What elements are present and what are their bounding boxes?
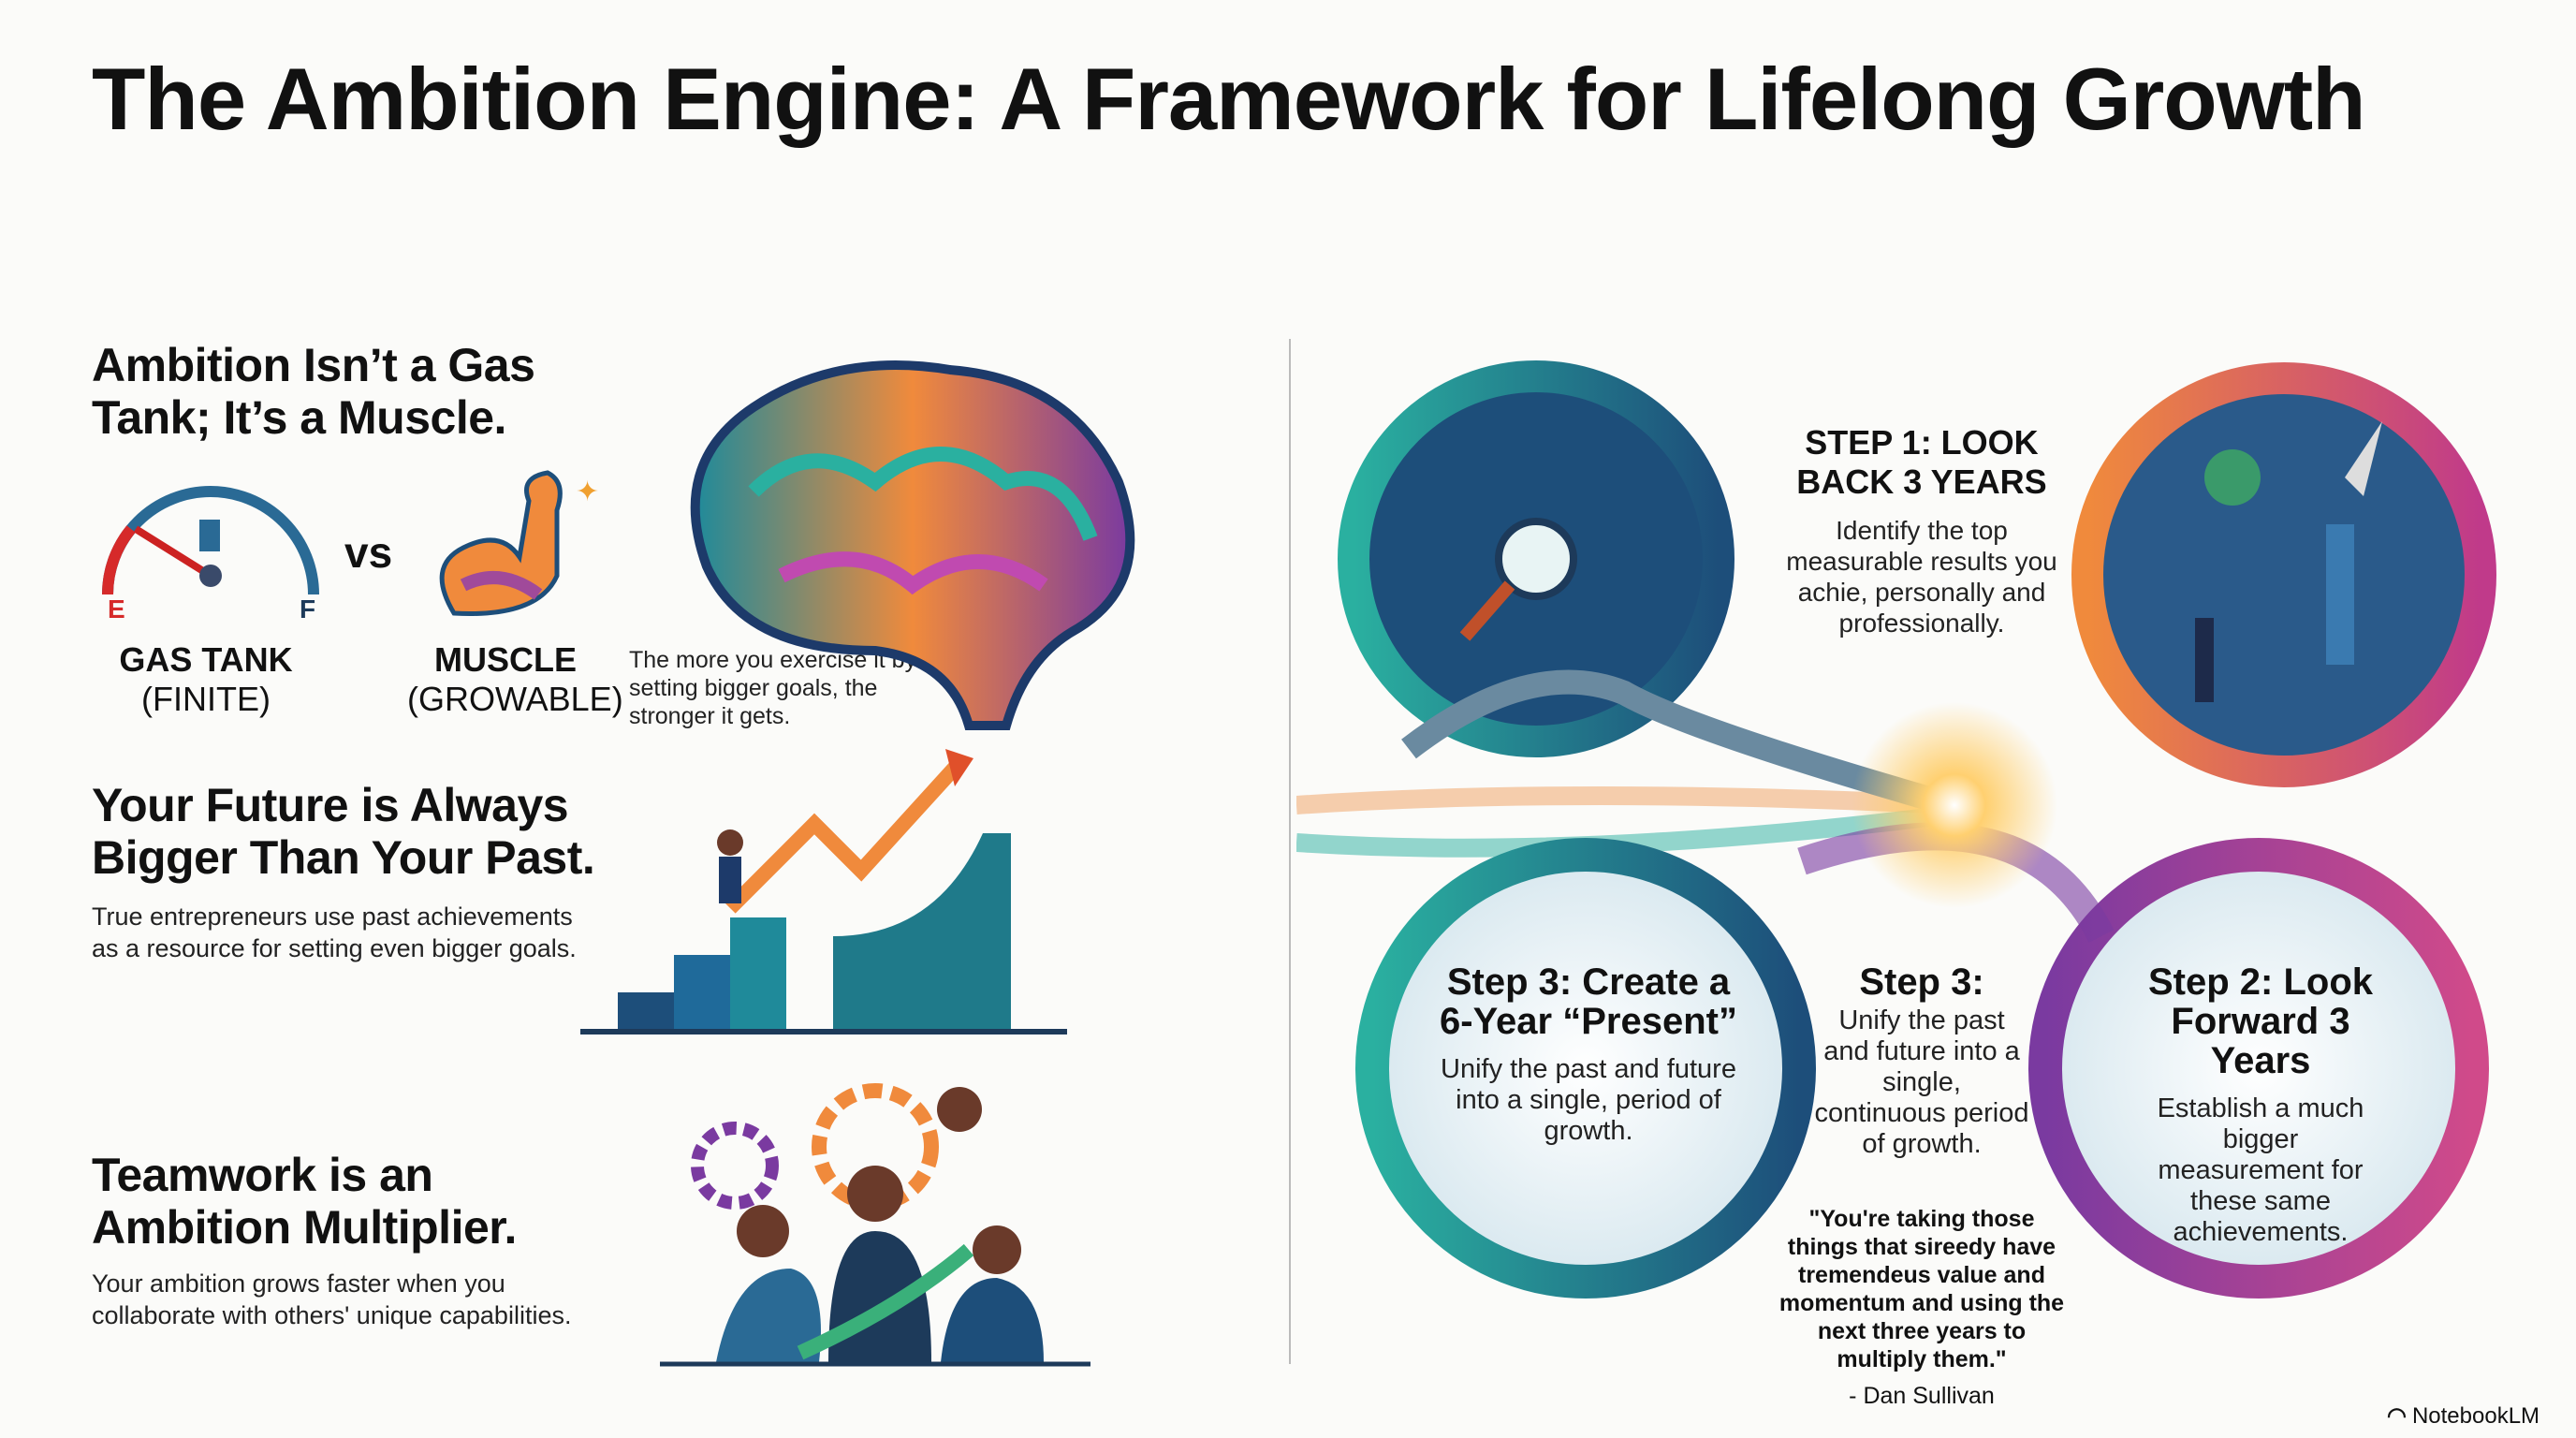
svg-text:✦: ✦ (576, 477, 599, 507)
page-title: The Ambition Engine: A Framework for Lif… (92, 50, 2366, 148)
step3-unify-text: Step 3: Unify the past and future into a… (1772, 962, 2071, 1410)
fuel-gauge-icon: E F (101, 486, 319, 623)
team-illustration (660, 1083, 1090, 1367)
dan-sullivan-quote: "You're taking those things that sireedy… (1778, 1206, 2065, 1372)
flexed-muscle-icon: ✦ (439, 470, 599, 616)
gas-tank-label: GAS TANK(FINITE) (119, 640, 293, 718)
section-heading-teamwork: Teamwork is an Ambition Multiplier. (92, 1149, 517, 1254)
step3-create-text: Step 3: Create a 6-Year “Present” Unify … (1440, 961, 1737, 1146)
svg-text:F: F (300, 594, 315, 623)
future-vision-ring (2071, 362, 2496, 787)
notebooklm-logo-icon: ◠ (2387, 1403, 2407, 1429)
teamwork-body: Your ambition grows faster when you coll… (92, 1269, 572, 1329)
step1-text: STEP 1: LOOK BACK 3 YEARS Identify the t… (1786, 423, 2057, 638)
quote-attribution: - Dan Sullivan (1849, 1383, 1995, 1409)
svg-text:E: E (108, 594, 125, 623)
muscle-label: MUSCLE(GROWABLE) (407, 640, 623, 718)
ambition-cycle-diagram (1296, 360, 2496, 1299)
step2-look-forward-ring (2028, 838, 2489, 1299)
vs-label: vs (344, 528, 393, 577)
section-divider (1289, 339, 1291, 1364)
section-heading-muscle: Ambition Isn’t a Gas Tank; It’s a Muscle… (92, 339, 535, 444)
growth-stairs-arrow-illustration (580, 749, 1067, 1034)
step2-text: Step 2: Look Forward 3 Years Establish a… (2147, 961, 2374, 1247)
section-heading-future: Your Future is Always Bigger Than Your P… (92, 779, 595, 884)
notebooklm-watermark: ◠ NotebookLM (2387, 1402, 2540, 1430)
step3-create-ring (1355, 838, 1816, 1299)
future-body: True entrepreneurs use past achievements… (92, 902, 577, 962)
center-spark (1852, 702, 2057, 908)
brain-illustration (690, 360, 1135, 730)
